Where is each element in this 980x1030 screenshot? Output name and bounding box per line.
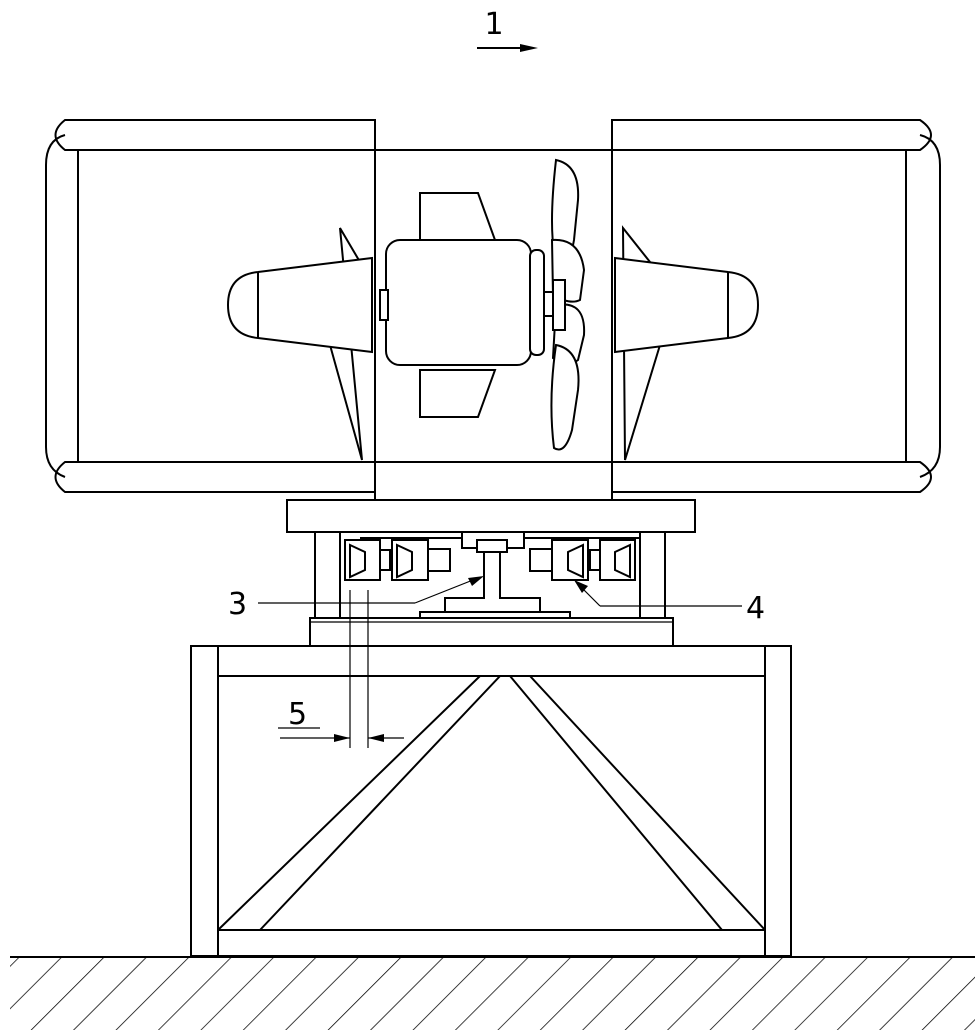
callout-4: 4 xyxy=(574,580,765,626)
fan-housing xyxy=(374,149,613,501)
right-load-cell xyxy=(529,548,553,572)
left-duct-top-wall xyxy=(54,119,376,151)
left-sensor-cone-inner xyxy=(396,543,413,579)
left-diagonal-brace xyxy=(217,675,503,931)
support-frame-outline xyxy=(190,645,792,957)
motor-body xyxy=(385,239,532,366)
dimension-5: 5 xyxy=(278,590,404,748)
left-fairing-nose xyxy=(226,256,373,354)
impeller-blade-4 xyxy=(550,343,580,451)
left-duct-bottom-wall xyxy=(54,461,376,493)
right-sensor-cone-outer xyxy=(614,543,631,579)
left-sensor-rod-outer xyxy=(379,549,391,571)
ground-hatching xyxy=(10,958,975,1030)
impeller-hub xyxy=(552,279,566,331)
flow-direction-label: 1 xyxy=(484,7,503,42)
right-fairing xyxy=(614,225,760,461)
callout-3-pointer xyxy=(414,577,479,604)
motor-top-fin xyxy=(419,192,497,241)
fan-housing-base xyxy=(374,461,613,501)
motor-front-cap xyxy=(529,249,545,356)
callout-4-arrowhead xyxy=(574,580,588,593)
left-sensor-cone-outer xyxy=(349,543,366,579)
left-fairing xyxy=(226,227,373,461)
right-sensor-cone-inner xyxy=(567,543,584,579)
callout-3-label: 3 xyxy=(228,587,247,622)
right-fairing-tail xyxy=(614,256,760,354)
motor-rear-cap xyxy=(379,289,389,321)
right-duct-top-wall xyxy=(611,119,932,151)
right-duct xyxy=(611,119,941,500)
right-duct-outlet-bell xyxy=(919,134,941,478)
callout-3: 3 xyxy=(228,576,484,622)
right-duct-bottom-wall xyxy=(611,461,932,493)
motor-bottom-fin xyxy=(419,369,497,418)
force-measuring-assembly xyxy=(314,531,666,619)
pivot-post xyxy=(444,551,541,613)
impeller xyxy=(550,158,586,451)
right-diagonal-brace xyxy=(507,675,766,931)
flow-direction-indicator: 1 xyxy=(477,7,538,52)
upper-mounting-plate xyxy=(286,499,696,533)
support-frame xyxy=(190,645,792,957)
dimension-5-arrowhead-right xyxy=(368,734,384,742)
lower-mounting-plate xyxy=(309,617,674,647)
dimension-5-arrowhead-left xyxy=(334,734,350,742)
callout-5-label: 5 xyxy=(288,697,307,732)
callout-4-label: 4 xyxy=(746,591,765,626)
motor xyxy=(379,192,557,418)
left-duct xyxy=(45,119,376,500)
left-load-cell xyxy=(427,548,451,572)
ground xyxy=(10,956,975,1030)
callout-3-arrowhead xyxy=(468,576,484,586)
left-duct-inlet-bell xyxy=(45,134,66,478)
pivot-bearing xyxy=(476,539,508,553)
right-sensor-rod-outer xyxy=(589,549,601,571)
flow-arrow-head xyxy=(520,44,538,52)
